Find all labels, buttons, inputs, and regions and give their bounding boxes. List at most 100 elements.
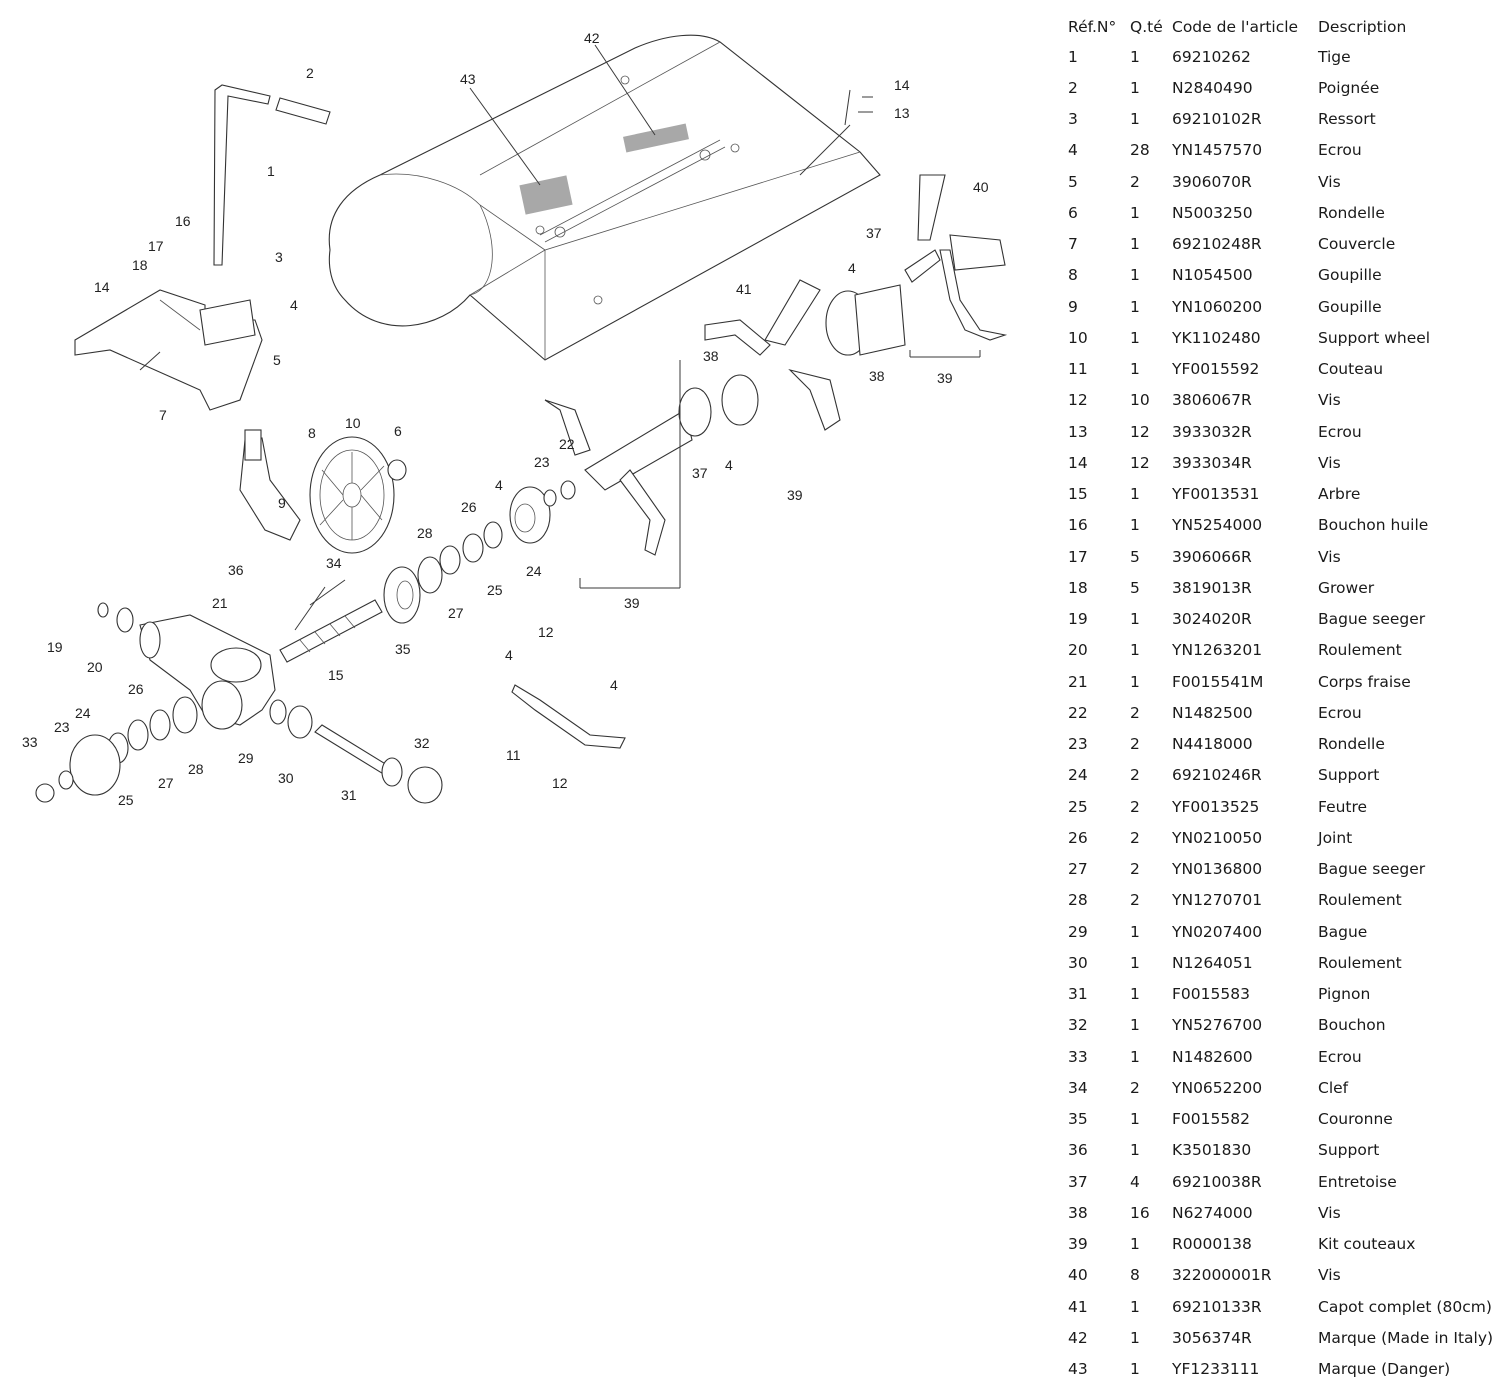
cell-description: Roulement (1318, 641, 1402, 660)
parts-list-table: Réf.N° Q.té Code de l'article Descriptio… (1062, 12, 1502, 1385)
callout-2: 2 (306, 65, 314, 81)
callout-19: 19 (47, 639, 63, 655)
cell-ref: 33 (1068, 1047, 1088, 1066)
cell-code: YN1060200 (1172, 297, 1263, 316)
cell-qty: 1 (1130, 266, 1140, 285)
shaft-15 (279, 599, 383, 663)
callout-16: 16 (175, 213, 191, 229)
cell-code: YF1233111 (1172, 1360, 1260, 1379)
cell-description: Couvercle (1318, 235, 1396, 254)
cell-ref: 18 (1068, 578, 1088, 597)
cell-code: 69210038R (1172, 1172, 1262, 1191)
cell-qty: 8 (1130, 1266, 1140, 1285)
callout-6: 6 (394, 423, 402, 439)
cell-qty: 12 (1130, 453, 1150, 472)
cell-ref: 39 (1068, 1235, 1088, 1254)
cell-ref: 1 (1068, 47, 1078, 66)
cell-ref: 30 (1068, 953, 1088, 972)
cell-qty: 2 (1130, 797, 1140, 816)
cell-qty: 5 (1130, 578, 1140, 597)
cell-description: Joint (1318, 828, 1353, 847)
made-in-italy-decal-42 (623, 123, 689, 153)
cell-qty: 1 (1130, 953, 1140, 972)
wheel-support-36 (239, 429, 301, 541)
cell-code: F0015583 (1172, 985, 1250, 1004)
cell-description: Ecrou (1318, 703, 1362, 722)
cell-code: 69210262 (1172, 47, 1251, 66)
cell-code: 3906066R (1172, 547, 1252, 566)
cell-ref: 26 (1068, 828, 1088, 847)
cell-qty: 1 (1130, 203, 1140, 222)
callout-27: 27 (448, 605, 464, 621)
callout-29: 29 (238, 750, 254, 766)
cell-ref: 31 (1068, 985, 1088, 1004)
callout-39: 39 (787, 487, 803, 503)
pinion-31 (314, 724, 403, 787)
blade-kit-39-right (704, 174, 1008, 431)
cell-code: N6274000 (1172, 1203, 1253, 1222)
right-side-rings (417, 480, 576, 594)
cell-qty: 1 (1130, 78, 1140, 97)
callout-28: 28 (188, 761, 204, 777)
cell-ref: 4 (1068, 141, 1078, 160)
cell-qty: 1 (1130, 672, 1140, 691)
cell-ref: 13 (1068, 422, 1088, 441)
cell-code: 69210248R (1172, 235, 1262, 254)
cell-description: Vis (1318, 1266, 1341, 1285)
plug-32 (407, 766, 443, 804)
cell-description: Goupille (1318, 266, 1382, 285)
cell-ref: 24 (1068, 766, 1088, 785)
callout-12: 12 (552, 775, 568, 791)
header-code: Code de l'article (1172, 17, 1299, 36)
cell-code: 3024020R (1172, 610, 1252, 629)
callout-21: 21 (212, 595, 228, 611)
callout-38: 38 (703, 348, 719, 364)
cell-code: YN0210050 (1172, 828, 1263, 847)
cover-hood-41 (328, 34, 881, 361)
cell-code: 3056374R (1172, 1328, 1252, 1347)
cell-code: 3819013R (1172, 578, 1252, 597)
cell-code: YN1263201 (1172, 641, 1263, 660)
cell-description: Rondelle (1318, 735, 1385, 754)
cell-description: Bague seeger (1318, 860, 1426, 879)
cell-ref: 29 (1068, 922, 1088, 941)
callout-10: 10 (345, 415, 361, 431)
cell-qty: 1 (1130, 328, 1140, 347)
callout-9: 9 (278, 495, 286, 511)
cell-description: Support (1318, 1141, 1380, 1160)
cell-code: 3933032R (1172, 422, 1252, 441)
cell-code: 322000001R (1172, 1266, 1272, 1285)
cell-description: Couronne (1318, 1110, 1393, 1129)
cell-ref: 34 (1068, 1078, 1088, 1097)
cell-code: F0015582 (1172, 1110, 1250, 1129)
header-ref: Réf.N° (1068, 17, 1117, 36)
cell-ref: 32 (1068, 1016, 1088, 1035)
cell-qty: 2 (1130, 703, 1140, 722)
cell-description: Ecrou (1318, 422, 1362, 441)
cell-ref: 35 (1068, 1110, 1088, 1129)
callout-4: 4 (610, 677, 618, 693)
cell-description: Ecrou (1318, 141, 1362, 160)
cell-qty: 1 (1130, 47, 1140, 66)
cell-description: Ecrou (1318, 1047, 1362, 1066)
callout-7: 7 (159, 407, 167, 423)
cell-code: YN0136800 (1172, 860, 1263, 879)
cell-qty: 1 (1130, 1328, 1140, 1347)
cell-code: 3933034R (1172, 453, 1252, 472)
cell-qty: 28 (1130, 141, 1150, 160)
